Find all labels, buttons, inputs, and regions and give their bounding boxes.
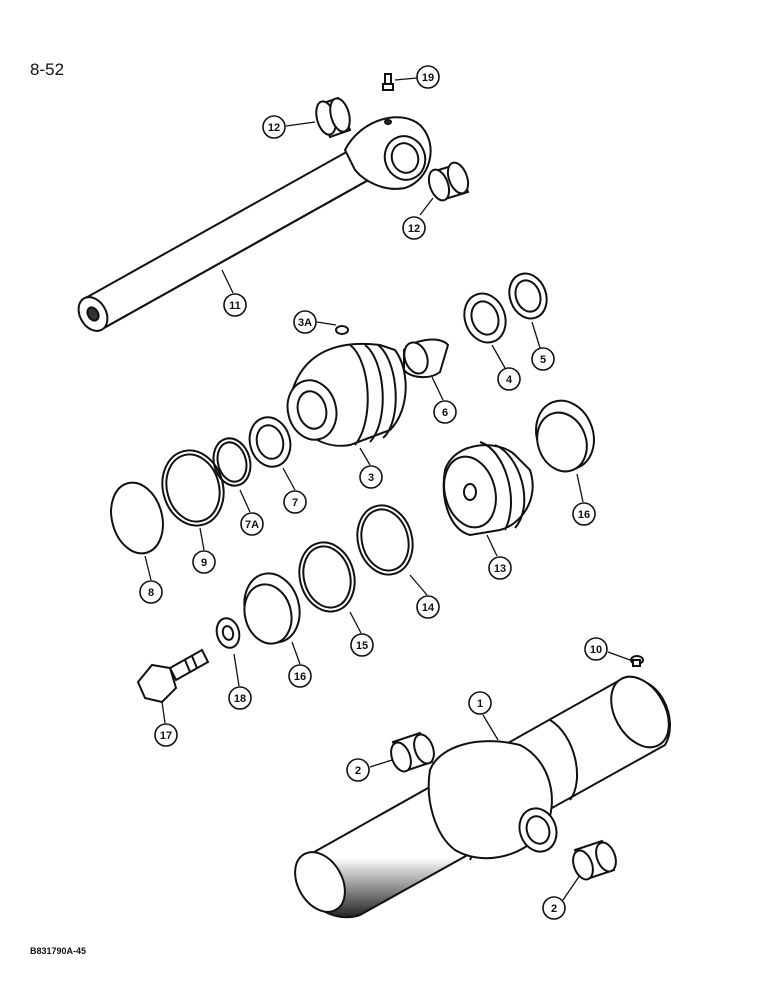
o-ring bbox=[110, 481, 164, 555]
svg-text:4: 4 bbox=[506, 374, 513, 386]
piston-rod bbox=[77, 148, 374, 332]
callout-14: 14 bbox=[416, 595, 440, 619]
callout-16-lower: 16 bbox=[288, 664, 312, 688]
wear-ring-upper bbox=[535, 399, 595, 473]
svg-text:15: 15 bbox=[356, 640, 368, 652]
callout-11: 11 bbox=[223, 293, 247, 317]
callout-19: 19 bbox=[416, 65, 440, 89]
callout-7: 7 bbox=[283, 490, 307, 514]
bushing-2-lower bbox=[572, 839, 617, 881]
wiper-seal bbox=[403, 338, 450, 378]
callout-7a: 7A bbox=[240, 512, 264, 536]
rod-seal bbox=[248, 416, 292, 468]
cylinder-barrel bbox=[294, 675, 671, 919]
rod-eye bbox=[343, 116, 432, 190]
piston-ring-15 bbox=[298, 541, 356, 613]
callout-3a: 3A bbox=[293, 310, 317, 334]
bushing-upper bbox=[315, 96, 352, 139]
svg-text:9: 9 bbox=[201, 557, 207, 569]
callout-16-upper: 16 bbox=[572, 502, 596, 526]
svg-text:19: 19 bbox=[422, 72, 434, 84]
callout-6: 6 bbox=[433, 400, 457, 424]
bushing-2-upper bbox=[390, 731, 435, 773]
callout-10: 10 bbox=[584, 637, 608, 661]
callout-2-upper: 2 bbox=[346, 758, 370, 782]
piston bbox=[442, 441, 534, 537]
svg-text:2: 2 bbox=[551, 903, 557, 915]
svg-text:8: 8 bbox=[148, 587, 154, 599]
set-screw bbox=[630, 655, 644, 667]
washer bbox=[215, 617, 241, 649]
backup-ring bbox=[212, 437, 252, 487]
svg-text:3A: 3A bbox=[298, 317, 312, 329]
callout-3: 3 bbox=[359, 465, 383, 489]
svg-text:1: 1 bbox=[477, 698, 483, 710]
cylinder-head bbox=[286, 325, 407, 447]
ring-4 bbox=[463, 292, 507, 344]
piston-ring-14 bbox=[356, 504, 414, 576]
svg-text:3: 3 bbox=[368, 472, 374, 484]
callout-17: 17 bbox=[154, 723, 178, 747]
leader-lines bbox=[144, 77, 631, 901]
callout-18: 18 bbox=[228, 686, 252, 710]
svg-text:10: 10 bbox=[590, 644, 602, 656]
callout-9: 9 bbox=[192, 550, 216, 574]
bushing-lower bbox=[427, 161, 470, 202]
callout-1: 1 bbox=[468, 691, 492, 715]
backup-ring-large bbox=[161, 449, 225, 527]
svg-text:17: 17 bbox=[160, 730, 172, 742]
page-number: 8-52 bbox=[30, 60, 65, 79]
svg-text:14: 14 bbox=[422, 602, 435, 614]
svg-text:18: 18 bbox=[234, 693, 246, 705]
svg-text:16: 16 bbox=[578, 509, 590, 521]
svg-text:5: 5 bbox=[540, 354, 546, 366]
callout-12-lower: 12 bbox=[402, 216, 426, 240]
svg-text:7: 7 bbox=[292, 497, 298, 509]
callout-12-upper: 12 bbox=[262, 115, 286, 139]
svg-text:12: 12 bbox=[408, 223, 420, 235]
wear-ring-lower bbox=[243, 572, 301, 645]
svg-text:7A: 7A bbox=[245, 519, 259, 531]
callout-15: 15 bbox=[350, 633, 374, 657]
bolt bbox=[136, 648, 210, 704]
svg-text:12: 12 bbox=[268, 122, 280, 134]
figure-code: B831790A-45 bbox=[30, 946, 87, 956]
svg-text:6: 6 bbox=[442, 407, 448, 419]
callout-13: 13 bbox=[488, 556, 512, 580]
callout-4: 4 bbox=[497, 367, 521, 391]
callout-5: 5 bbox=[531, 347, 555, 371]
grease-fitting bbox=[382, 73, 394, 91]
callout-8: 8 bbox=[139, 580, 163, 604]
ring-5 bbox=[508, 272, 548, 320]
svg-text:13: 13 bbox=[494, 563, 506, 575]
svg-text:2: 2 bbox=[355, 765, 361, 777]
svg-text:11: 11 bbox=[229, 300, 241, 312]
callout-2-lower: 2 bbox=[542, 896, 566, 920]
svg-text:16: 16 bbox=[294, 671, 306, 683]
